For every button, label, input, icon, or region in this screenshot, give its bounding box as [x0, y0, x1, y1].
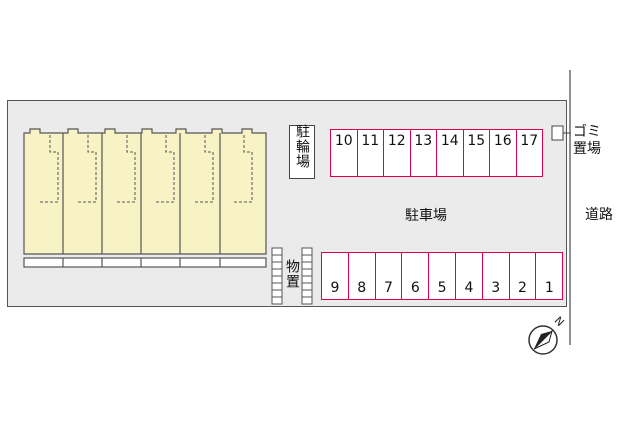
- north-arrow-icon: [528, 325, 558, 355]
- parking-space-17: 17: [515, 129, 543, 177]
- parking-space-1: 1: [535, 252, 564, 300]
- parking-space-9: 9: [321, 252, 349, 300]
- unit-dividers: [62, 133, 221, 254]
- garbage-area-label-line1: ゴミ: [573, 124, 601, 140]
- storage-label: 物置: [284, 259, 300, 289]
- parking-space-12: 12: [383, 129, 411, 177]
- parking-space-3: 3: [481, 252, 510, 300]
- road-label: 道路: [585, 207, 613, 223]
- parking-space-8: 8: [347, 252, 376, 300]
- bike-parking-box: [289, 125, 315, 179]
- interior-dashed-lines: [40, 135, 253, 203]
- parking-space-4: 4: [455, 252, 483, 300]
- parking-space-6: 6: [401, 252, 430, 300]
- parking-space-5: 5: [428, 252, 456, 300]
- parking-lot-label: 駐車場: [405, 208, 447, 224]
- garbage-area-box: [551, 125, 564, 141]
- parking-space-16: 16: [489, 129, 517, 177]
- building-outline: [23, 128, 267, 255]
- garbage-area-label-line2: 置場: [573, 141, 601, 157]
- bike-parking-label: 駐輪場: [294, 124, 310, 169]
- parking-space-15: 15: [462, 129, 490, 177]
- parking-space-10: 10: [330, 129, 358, 177]
- parking-space-11: 11: [356, 129, 384, 177]
- parking-space-13: 13: [409, 129, 437, 177]
- parking-space-2: 2: [508, 252, 537, 300]
- parking-space-14: 14: [436, 129, 464, 177]
- parking-space-7: 7: [374, 252, 403, 300]
- balcony-strip: [23, 257, 267, 268]
